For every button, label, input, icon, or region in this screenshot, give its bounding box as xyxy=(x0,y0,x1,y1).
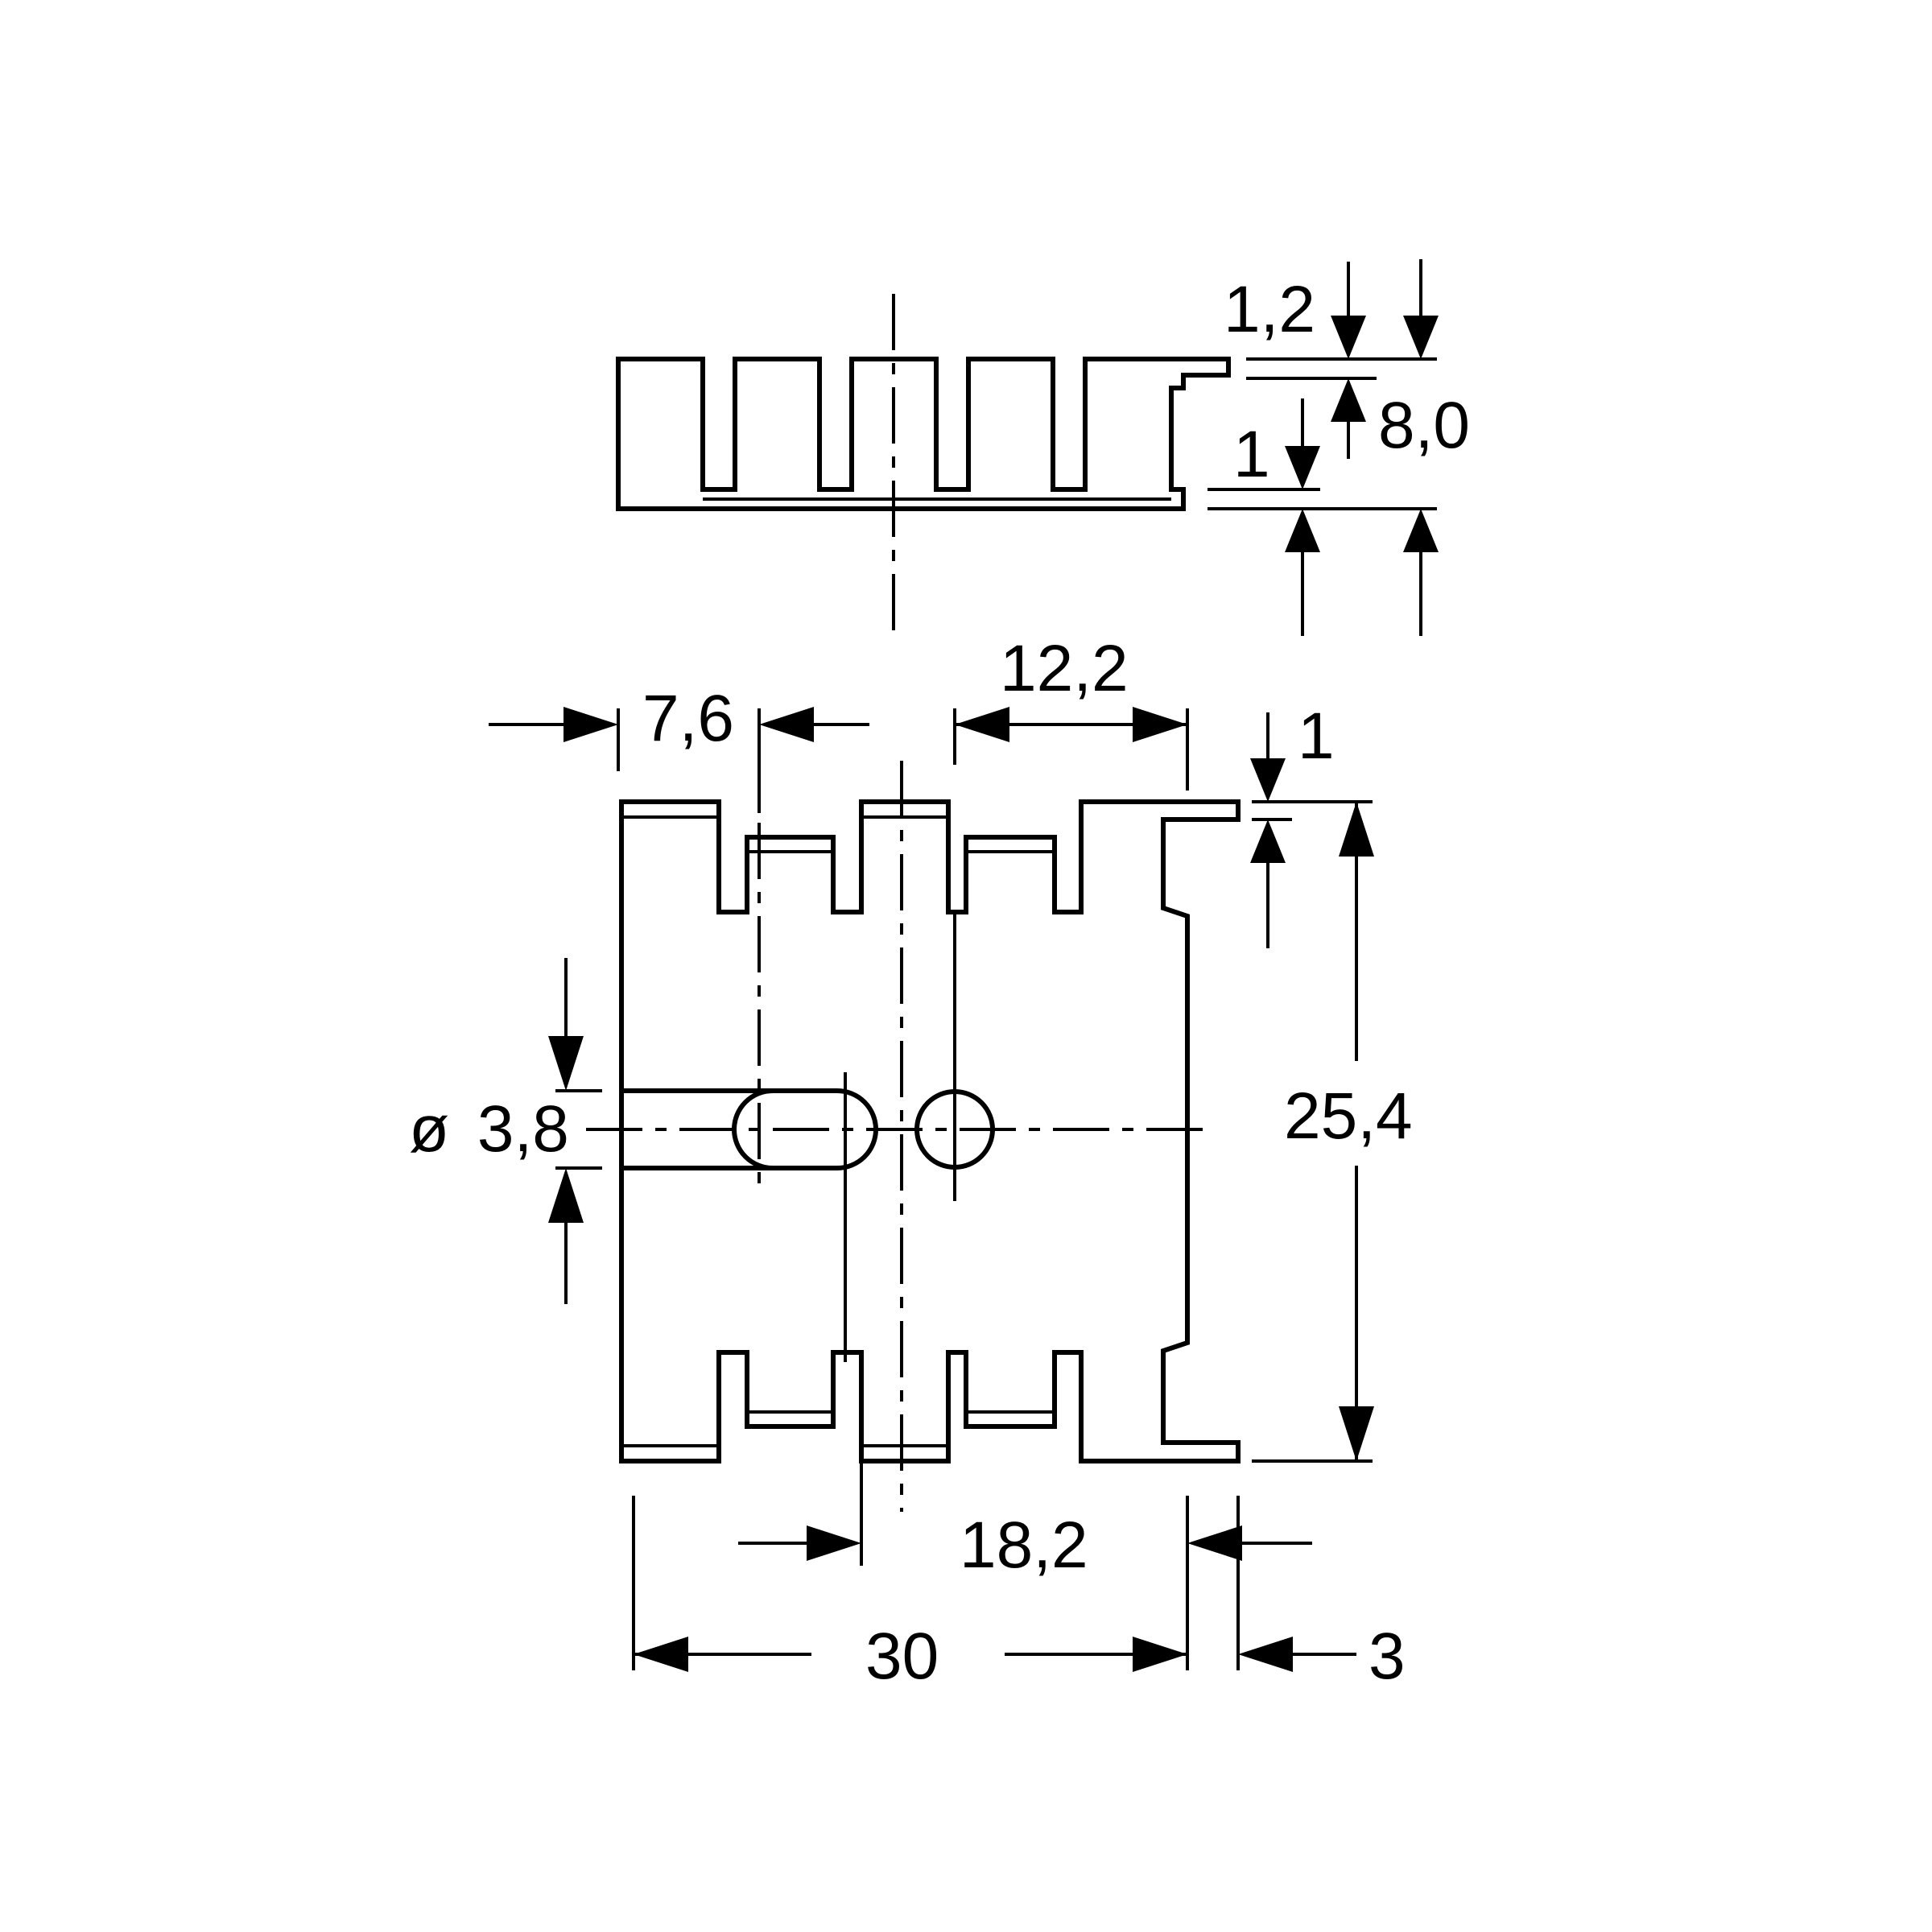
dim-label-center-span: 18,2 xyxy=(960,1509,1088,1582)
dim-tab-arrow-top xyxy=(1250,758,1286,802)
dim-label-overall-height: 25,4 xyxy=(1284,1080,1413,1153)
dim-label-thickness: 1,2 xyxy=(1224,273,1315,346)
front-view: 7,6 12,2 1 25,4 ø 3,8 xyxy=(409,632,1413,1693)
dim-25-4-arrow-top xyxy=(1339,802,1374,857)
top-view: 1,2 8,0 1 xyxy=(616,259,1470,636)
dim-label-slot-depth: 1 xyxy=(1233,418,1270,491)
dim-12-2-arrow-left xyxy=(955,707,1009,742)
dim-1-2-arrow-up xyxy=(1331,378,1366,422)
dim-8-0-arrow-top xyxy=(1403,316,1439,359)
dim-30-arrow-right xyxy=(1133,1637,1187,1672)
dim-slot-arrow-bottom xyxy=(1285,509,1320,552)
dim-18-2-arrow-right xyxy=(1187,1525,1242,1561)
dim-3-arrow xyxy=(1238,1637,1293,1672)
diameter-symbol: ø xyxy=(409,1092,449,1166)
dim-label-overall-width: 30 xyxy=(865,1620,939,1693)
dim-7-6-arrow-left xyxy=(564,707,618,742)
dim-18-2-arrow-left xyxy=(807,1525,861,1561)
dim-slot-arrow-top xyxy=(1285,446,1320,489)
dim-25-4-arrow-bottom xyxy=(1339,1406,1374,1461)
diameter-value: 3,8 xyxy=(477,1092,569,1166)
top-view-outline xyxy=(616,357,1231,511)
dim-1-2-arrow-left xyxy=(1331,316,1366,359)
dim-label-height: 8,0 xyxy=(1378,389,1470,462)
dim-label-tab-thickness: 1 xyxy=(1298,700,1335,773)
dim-hole-arrow-bottom xyxy=(548,1168,584,1223)
dim-30-arrow-left xyxy=(634,1637,688,1672)
dim-tab-arrow-bottom xyxy=(1250,819,1286,863)
dim-7-6-arrow-right xyxy=(759,707,814,742)
dim-hole-arrow-top xyxy=(548,1036,584,1091)
dim-label-right-span: 12,2 xyxy=(1000,632,1129,705)
dim-label-left-offset: 7,6 xyxy=(642,682,734,755)
dim-8-0-arrow-bottom xyxy=(1403,509,1439,552)
dim-label-tab-length: 3 xyxy=(1368,1620,1406,1693)
dim-label-hole-diameter: ø 3,8 xyxy=(409,1092,569,1166)
front-view-outline xyxy=(619,799,1241,1463)
dim-12-2-arrow-right xyxy=(1133,707,1187,742)
